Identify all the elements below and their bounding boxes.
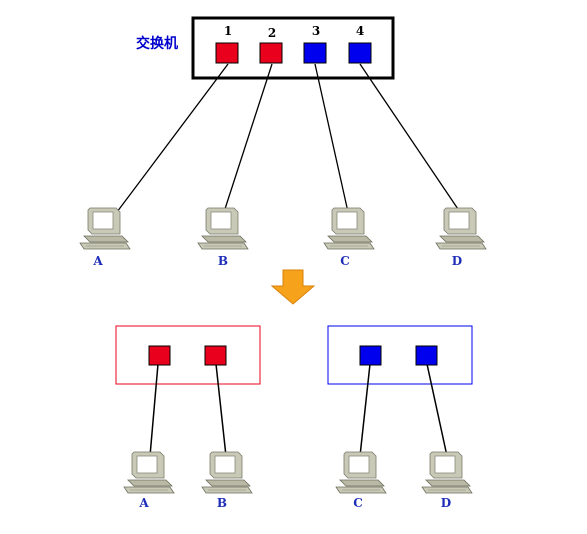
computer-label: A xyxy=(139,496,149,510)
vlan-box-blue xyxy=(327,325,473,385)
computer-icon xyxy=(421,451,473,494)
cable-c xyxy=(359,363,371,457)
port-3 xyxy=(303,42,327,64)
cable-a xyxy=(116,63,229,213)
computer-label: B xyxy=(216,496,228,510)
computer-icon xyxy=(79,207,131,250)
computer-label: C xyxy=(353,496,363,510)
computer-icon xyxy=(435,207,487,250)
computer-label: C xyxy=(340,254,350,268)
cable-b xyxy=(223,63,273,213)
port-1 xyxy=(215,42,239,64)
cable-c xyxy=(314,63,349,213)
cable-b xyxy=(215,363,227,457)
switch-label: 交换机 xyxy=(136,36,178,52)
cable-d xyxy=(359,63,461,213)
vlan-port xyxy=(359,345,382,366)
computer-label: B xyxy=(217,254,229,268)
vlan-port xyxy=(415,345,438,366)
computer-icon xyxy=(123,451,175,494)
computer-icon xyxy=(323,207,375,250)
computer-label: D xyxy=(451,254,463,268)
port-number: 1 xyxy=(223,24,233,38)
computer-icon xyxy=(197,207,249,250)
port-2 xyxy=(259,42,283,64)
vlan-port xyxy=(204,345,227,366)
vlan-box-red xyxy=(115,325,261,385)
port-number: 3 xyxy=(311,24,321,38)
vlan-port xyxy=(148,345,171,366)
cable-a xyxy=(149,363,159,457)
port-4 xyxy=(348,42,372,64)
computer-icon xyxy=(201,451,253,494)
port-number: 2 xyxy=(267,26,277,40)
computer-label: D xyxy=(440,496,452,510)
computer-label: A xyxy=(93,254,103,268)
port-number: 4 xyxy=(355,24,365,38)
cable-d xyxy=(426,363,448,457)
computer-icon xyxy=(335,451,387,494)
down-arrow-icon xyxy=(270,269,316,305)
